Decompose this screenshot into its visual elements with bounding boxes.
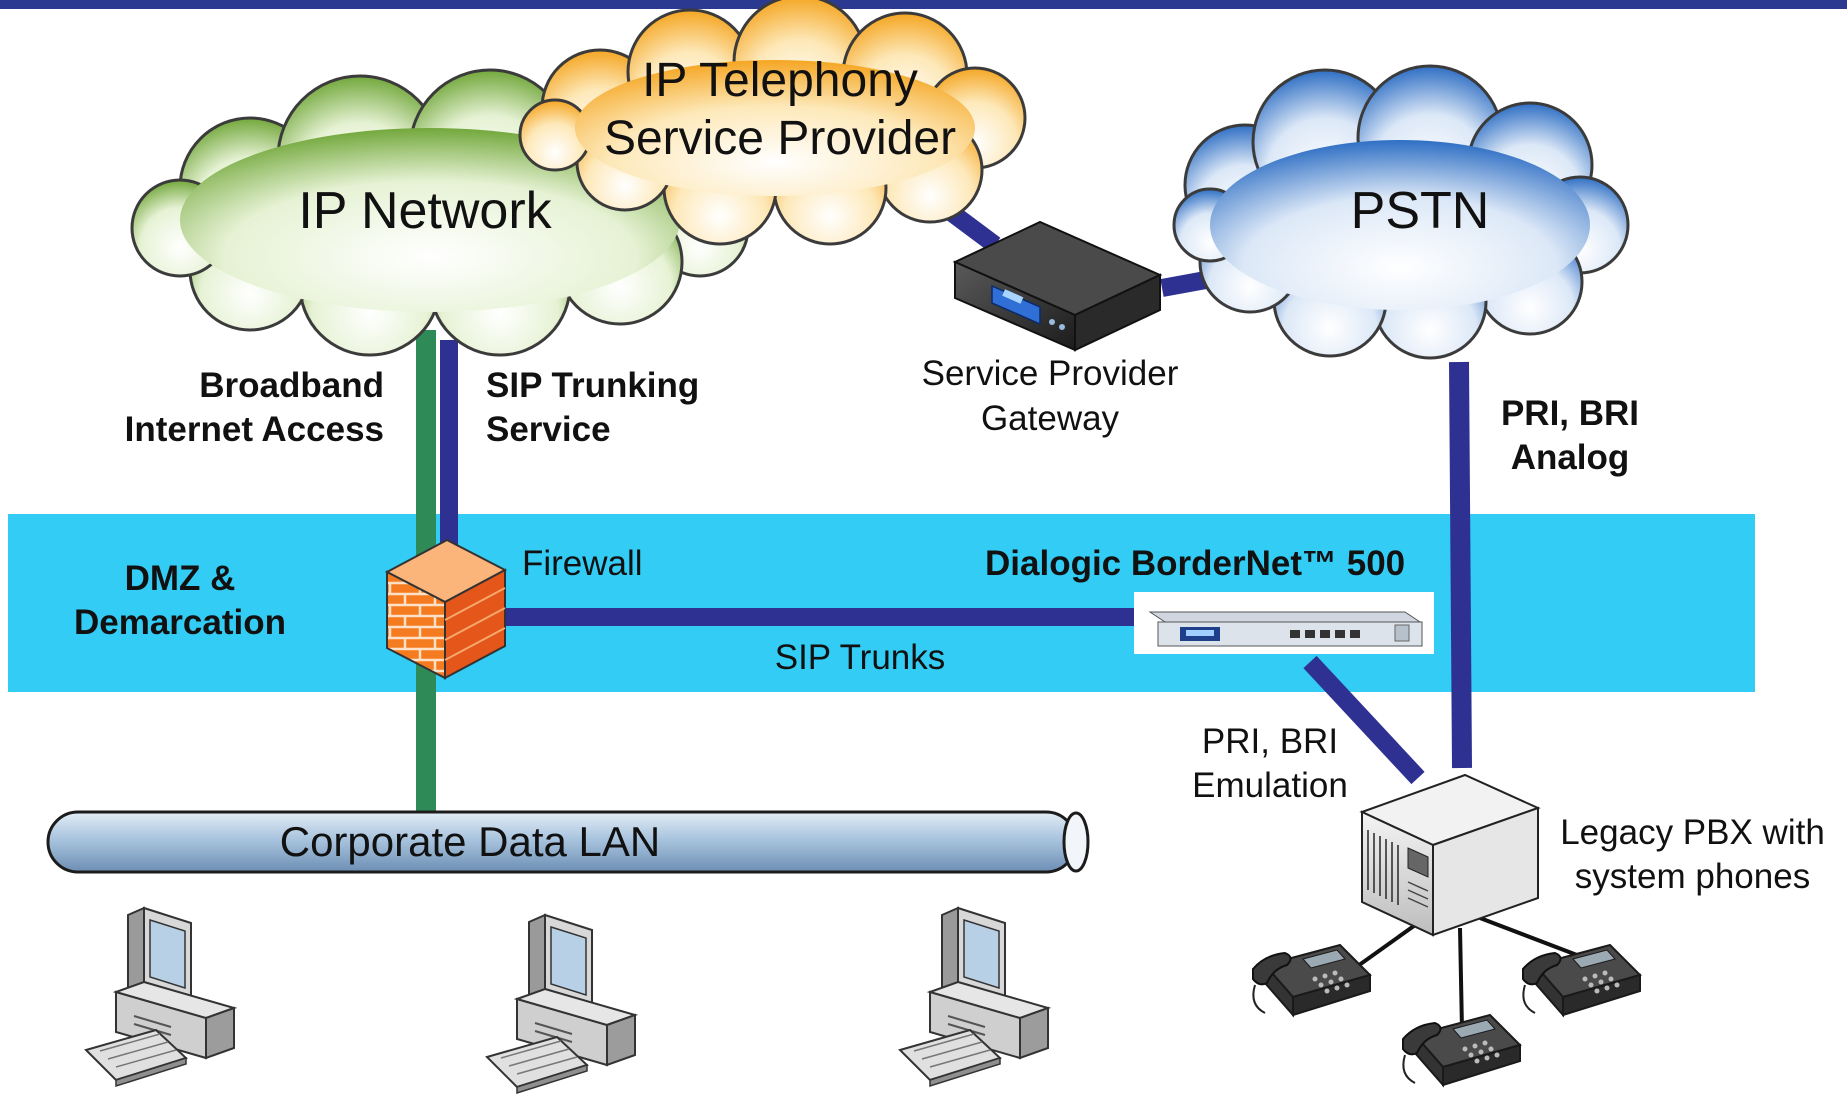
pri-bri-analog-label-line2: Analog [1510,438,1630,477]
corporate-lan-label: Corporate Data LAN [279,818,661,865]
desk-phone-icon [1252,944,1371,1016]
sip-trunking-label-line2: Service [486,410,611,449]
itsp-label-line2: Service Provider [603,112,957,165]
pri-bri-emulation-label-line1: PRI, BRI [1201,722,1339,761]
bordernet-label: Dialogic BorderNet™ 500 [985,544,1406,583]
bordernet-pbx-line [1303,655,1425,785]
dmz-label-line1: DMZ & [124,559,236,598]
sip-trunks-label: SIP Trunks [774,638,946,677]
desk-phone-icon [1522,944,1641,1016]
itsp-cloud-icon [518,0,1027,246]
sip-trunking-label-line1: SIP Trunking [486,366,700,405]
pbx-label-line1: Legacy PBX with [1560,813,1825,852]
pbx-server-icon [1359,773,1541,937]
pstn-pbx-line [1449,361,1472,769]
corporate-lan-pipe-icon [46,810,1090,874]
pri-bri-emulation-label-line2: Emulation [1192,766,1348,805]
desk-phone-icon [1402,1014,1521,1086]
desktop-computer-icon [899,907,1049,1087]
desktop-computer-icon [486,914,636,1094]
header-bar [0,0,1847,9]
sp-gateway-label-line1: Service Provider [921,354,1179,393]
desktop-computer-icon [85,907,235,1087]
pstn-cloud-icon [1172,64,1630,360]
firewall-icon [384,538,508,680]
broadband-label-line1: Broadband [199,366,384,405]
connection-lines [416,187,1472,812]
ip-network-label: IP Network [298,182,552,240]
bordernet-appliance-icon [1134,592,1434,654]
sp-gateway-label-line2: Gateway [980,399,1120,438]
firewall-label: Firewall [522,544,643,583]
gateway-device-icon [952,220,1163,352]
broadband-label-line2: Internet Access [124,410,384,449]
pbx-label-line2: system phones [1574,857,1811,896]
itsp-label-line1: IP Telephony [642,54,918,107]
pstn-label: PSTN [1350,182,1490,240]
pri-bri-analog-label-line1: PRI, BRI [1500,394,1640,433]
dmz-label-line2: Demarcation [73,603,287,642]
